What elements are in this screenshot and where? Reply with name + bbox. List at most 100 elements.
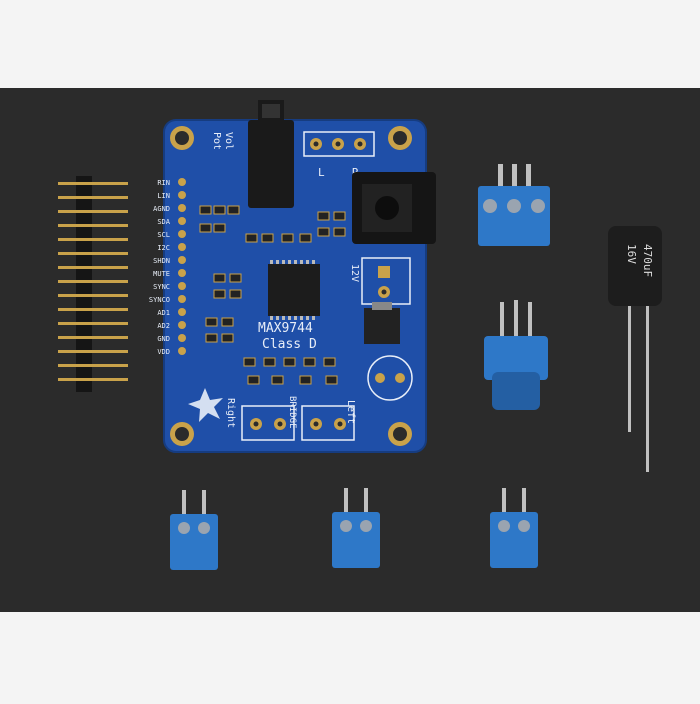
smd-component [199, 223, 212, 233]
chip-leg [306, 316, 309, 320]
header-pin [58, 266, 128, 269]
adafruit-logo [188, 388, 223, 422]
label-pot: Pot [211, 132, 222, 150]
pin-column: RINLINAGNDSDASCLI2CSHDNMUTESYNCSYNCOAD1A… [149, 178, 186, 356]
label-12v: 12V [349, 264, 360, 282]
chip-leg [270, 316, 273, 320]
smd-component [213, 205, 226, 215]
chip-leg [282, 316, 285, 320]
smd-component [229, 273, 242, 283]
pin-label: RIN [157, 179, 170, 187]
label-right: Right [225, 398, 236, 428]
smd-component [333, 211, 346, 221]
smd-components [199, 205, 346, 385]
pin-label: GND [157, 335, 170, 343]
pin-pad [178, 256, 186, 264]
smd-component [317, 211, 330, 221]
pin-pad [178, 191, 186, 199]
header-pin [58, 182, 128, 185]
capacitor-footprint [367, 355, 413, 401]
chip-leg [312, 316, 315, 320]
mounting-hole [170, 422, 194, 446]
smd-component [325, 375, 338, 385]
electrolytic-capacitor [608, 226, 662, 472]
amplifier-board: Pot Vol L R 12V MAX9744 Class D [149, 100, 436, 453]
smd-component [263, 357, 276, 367]
dc-barrel-jack [352, 172, 436, 244]
chip-leg [300, 316, 303, 320]
label-vol: Vol [223, 132, 234, 150]
header-pin [58, 238, 128, 241]
smd-component [283, 357, 296, 367]
chip-leg [276, 260, 279, 264]
potentiometer [484, 300, 548, 410]
header-pin-strip [58, 176, 128, 392]
pin-label: LIN [157, 192, 170, 200]
chip-leg [288, 260, 291, 264]
pin-label: MUTE [153, 270, 170, 278]
chip-leg [306, 260, 309, 264]
chip-leg [288, 316, 291, 320]
pin-pad [178, 282, 186, 290]
smd-component [323, 357, 336, 367]
smd-component [243, 357, 256, 367]
terminal-block-2pin [332, 488, 380, 568]
pin-label: I2C [157, 244, 170, 252]
smd-component [299, 375, 312, 385]
smd-component [227, 205, 240, 215]
pin-pad [178, 295, 186, 303]
smd-component [261, 233, 274, 243]
chip-leg [312, 260, 315, 264]
pin-pad [178, 178, 186, 186]
amplifier-chip [268, 260, 320, 320]
chip-leg [294, 260, 297, 264]
pot-header [303, 131, 375, 157]
terminal-block-2pin [170, 490, 218, 570]
smd-component [271, 375, 284, 385]
header-pin [58, 336, 128, 339]
header-pin [58, 350, 128, 353]
header-pin [58, 224, 128, 227]
smd-component [213, 273, 226, 283]
label-bridge: BRIDGE [287, 396, 297, 429]
pin-label: SHDN [153, 257, 170, 265]
smd-component [333, 227, 346, 237]
speaker-output-left [301, 405, 355, 441]
chip-leg [300, 260, 303, 264]
smd-component [221, 333, 234, 343]
header-pin [58, 196, 128, 199]
smd-component [199, 205, 212, 215]
smd-component [221, 317, 234, 327]
pin-label: SDA [157, 218, 170, 226]
smd-component [299, 233, 312, 243]
label-l: L [318, 166, 325, 179]
smd-component [247, 375, 260, 385]
pin-label: SYNCO [149, 296, 170, 304]
header-pin [58, 378, 128, 381]
smd-component [205, 317, 218, 327]
smd-component [213, 223, 226, 233]
smd-component [229, 289, 242, 299]
header-pin [58, 308, 128, 311]
pin-pad [178, 217, 186, 225]
pin-label: AGND [153, 205, 170, 213]
header-pin [58, 280, 128, 283]
pin-pad [178, 334, 186, 342]
smd-component [281, 233, 294, 243]
pin-pad [178, 347, 186, 355]
pin-pad [178, 321, 186, 329]
mounting-hole [388, 422, 412, 446]
pin-pad [178, 308, 186, 316]
capacitor-voltage-label: 16V [625, 244, 638, 264]
class-label: Class D [262, 337, 317, 352]
chip-leg [282, 260, 285, 264]
mounting-hole [170, 126, 194, 150]
header-pin [58, 322, 128, 325]
pin-pad [178, 230, 186, 238]
capacitor-value-label: 470uF [641, 244, 654, 277]
pin-pad [178, 269, 186, 277]
pin-label: VDD [157, 348, 170, 356]
voltage-regulator [364, 302, 400, 344]
chip-leg [270, 260, 273, 264]
